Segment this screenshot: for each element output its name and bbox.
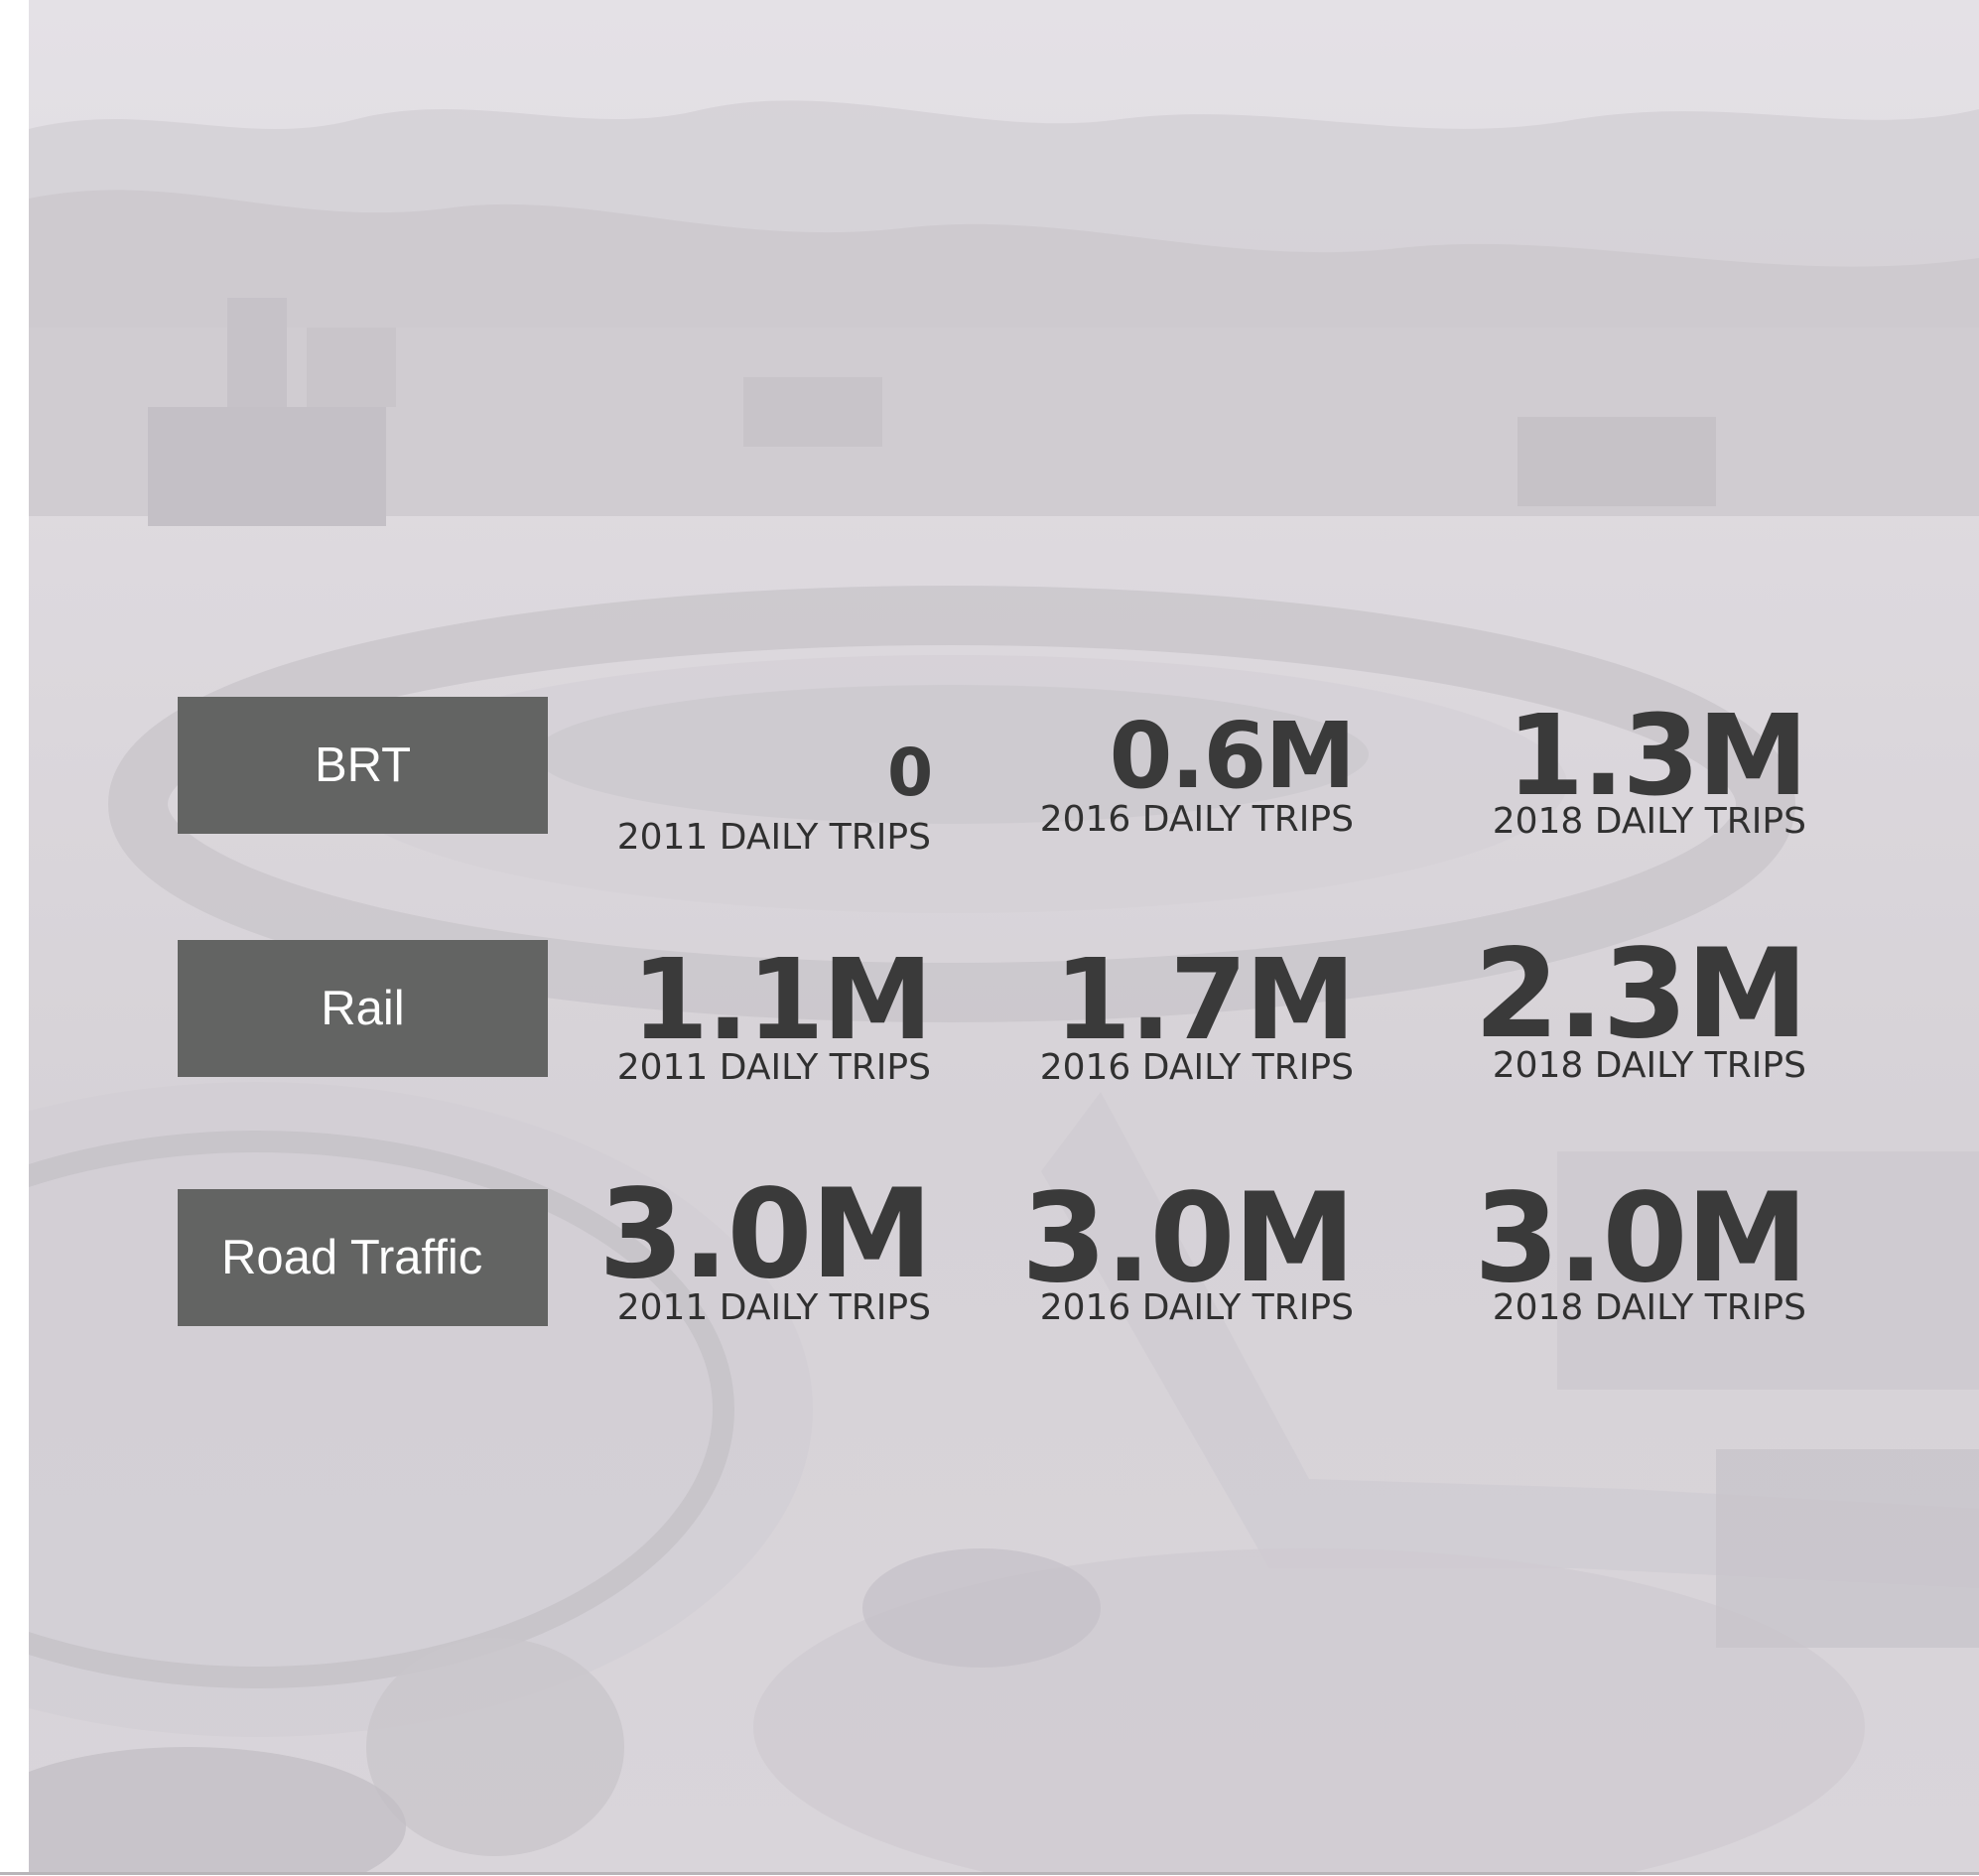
stat-value: 3.0M [1020,1167,1356,1310]
row-label-text: BRT [314,738,412,792]
stat-caption: 2016 DAILY TRIPS [1039,1047,1354,1088]
stat-caption: 2011 DAILY TRIPS [616,1047,931,1088]
stat-caption: 2016 DAILY TRIPS [1039,1287,1354,1328]
stat-caption: 2016 DAILY TRIPS [1039,799,1354,840]
stat-rail-2018: 2.3M 2018 DAILY TRIPS [1469,923,1808,1086]
stat-value: 0 [887,735,933,811]
stat-brt-2018: 1.3M 2018 DAILY TRIPS [1469,692,1808,842]
stat-road-2011: 3.0M 2011 DAILY TRIPS [594,1163,933,1328]
stat-caption: 2018 DAILY TRIPS [1492,801,1806,842]
stat-value: 1.3M [1507,692,1808,821]
stat-caption: 2018 DAILY TRIPS [1492,1045,1806,1086]
stat-caption: 2011 DAILY TRIPS [616,817,931,858]
stat-value: 0.6M [1109,703,1356,809]
stat-value: 1.1M [631,936,933,1065]
bottom-divider [0,1872,1979,1875]
row-label-text: Rail [321,982,405,1035]
stat-caption: 2018 DAILY TRIPS [1492,1287,1806,1328]
stat-road-2018: 3.0M 2018 DAILY TRIPS [1469,1167,1808,1328]
background-aerial-photo [29,0,1979,1872]
row-label-road-traffic: Road Traffic [178,1189,548,1326]
row-label-rail: Rail [178,940,548,1077]
stat-road-2016: 3.0M 2016 DAILY TRIPS [1016,1167,1356,1328]
row-label-brt: BRT [178,697,548,834]
stat-brt-2016: 0.6M 2016 DAILY TRIPS [1016,703,1356,840]
stat-value: 3.0M [597,1163,933,1306]
background-photo-illustration [29,100,1979,1872]
stat-brt-2011: 0 2011 DAILY TRIPS [594,735,933,858]
row-label-text: Road Traffic [221,1231,483,1284]
stat-rail-2016: 1.7M 2016 DAILY TRIPS [1016,936,1356,1088]
stat-value: 2.3M [1473,923,1808,1066]
stat-value: 3.0M [1473,1167,1808,1310]
stat-value: 1.7M [1054,936,1356,1065]
stat-rail-2011: 1.1M 2011 DAILY TRIPS [594,936,933,1088]
stat-caption: 2011 DAILY TRIPS [616,1287,931,1328]
